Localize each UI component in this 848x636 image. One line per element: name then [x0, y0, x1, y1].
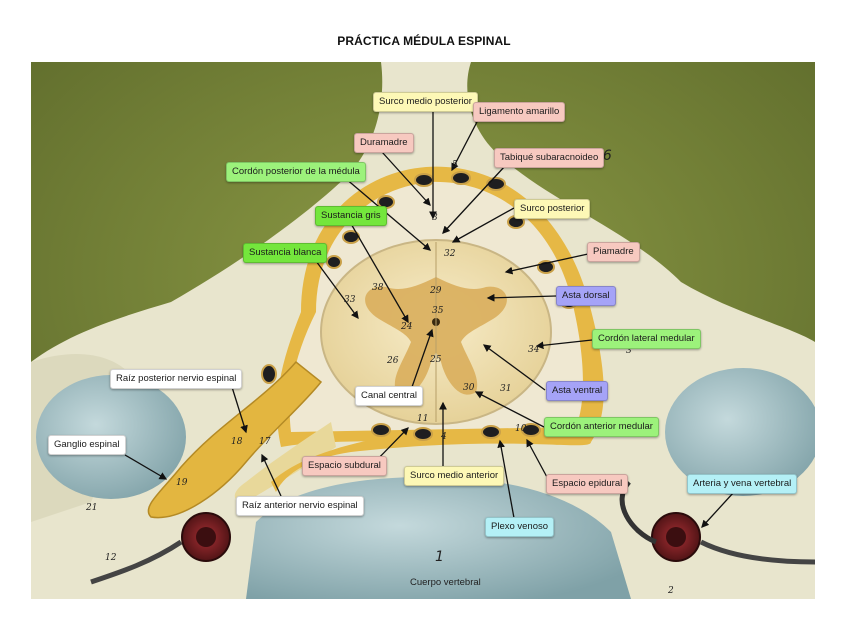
label-cuerpo-vertebral: Cuerpo vertebral [410, 577, 481, 588]
model-number: 4 [441, 432, 447, 442]
model-number: 3 [432, 213, 438, 223]
model-number: 34 [528, 345, 540, 355]
label-raiz-anterior: Raíz anterior nervio espinal [236, 496, 364, 516]
page-title: PRÁCTICA MÉDULA ESPINAL [337, 34, 511, 48]
model-number: 25 [430, 355, 442, 365]
model-number: 33 [344, 295, 356, 305]
model-number: 29 [430, 286, 442, 296]
model-number: 10 [515, 424, 527, 434]
anterior-root-left [234, 422, 336, 502]
model-number: 2 [668, 586, 674, 596]
label-sustancia-gris: Sustancia gris [315, 206, 387, 226]
anterior-root-band [271, 429, 591, 492]
model-number: 11 [417, 414, 429, 424]
label-asta-ventral: Asta ventral [546, 381, 609, 401]
label-ganglio-espinal: Ganglio espinal [48, 435, 126, 455]
label-ligamento-amarillo: Ligamento amarillo [473, 102, 566, 122]
label-espacio-subdural: Espacio subdural [302, 456, 387, 476]
model-number: 1 [435, 549, 444, 565]
label-canal-central: Canal central [355, 386, 423, 406]
model-number: 38 [372, 283, 384, 293]
model-number: 5 [452, 160, 458, 170]
label-duramadre: Duramadre [354, 133, 414, 153]
label-sustancia-blanca: Sustancia blanca [243, 243, 328, 263]
right-blue-lobe [665, 368, 815, 496]
model-number: 12 [105, 553, 117, 563]
model-number: 35 [432, 306, 444, 316]
model-number: 19 [176, 478, 188, 488]
label-surco-medio-anterior: Surco medio anterior [404, 466, 505, 486]
vertebral-artery-left [181, 512, 231, 562]
label-piamadre: Piamadre [587, 242, 640, 262]
vertebral-artery-right [651, 512, 701, 562]
model-number: 24 [401, 322, 413, 332]
label-cordon-lateral: Cordón lateral medular [592, 329, 701, 349]
posterior-root-left [147, 360, 323, 519]
label-asta-dorsal: Asta dorsal [556, 286, 616, 306]
label-surco-posterior: Surco posterior [514, 199, 591, 219]
label-raiz-posterior: Raíz posterior nervio espinal [110, 369, 243, 389]
label-espacio-epidural: Espacio epidural [546, 474, 629, 494]
model-number: 21 [86, 503, 98, 513]
model-number: 32 [444, 249, 456, 259]
model-number: 17 [259, 437, 271, 447]
label-surco-medio-posterior: Surco medio posterior [373, 92, 478, 112]
label-cordon-posterior: Cordón posterior de la médula [226, 162, 366, 182]
model-number: 30 [463, 383, 475, 393]
model-number: 26 [387, 356, 399, 366]
label-plexo-venoso: Plexo venoso [485, 517, 555, 537]
label-tabique-subaracnoideo: Tabiqué subaracnoideo [494, 148, 605, 168]
label-arteria-vena-vertebral: Arteria y vena vertebral [687, 474, 798, 494]
model-number: 31 [500, 384, 512, 394]
model-number: 18 [231, 437, 243, 447]
model-number: 3 [626, 346, 632, 356]
label-cordon-anterior: Cordón anterior medular [544, 417, 659, 437]
